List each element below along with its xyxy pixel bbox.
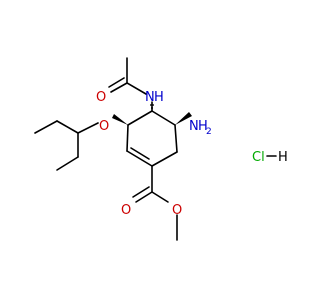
atom-label-amide-nitrogen: N — [145, 90, 155, 105]
bond-ch-ethyl-top — [56, 120, 79, 134]
atom-label-ester-carbonyl-oxygen: O — [121, 203, 131, 218]
molecule-structure: O N H O N H 2 O O Cl H — [34, 57, 288, 241]
ring-bond-c4-c5-double-a — [126, 150, 153, 167]
wedge-bond-c2-nh2 — [175, 112, 192, 125]
ring-bond-c6-c1 — [127, 110, 153, 126]
bond-o-ch — [77, 122, 99, 134]
atom-label-amine-nitrogen: N — [189, 119, 199, 134]
bond-ethyl-top-ch3 — [34, 120, 58, 134]
bond-ester-c-o-double-b — [132, 186, 150, 198]
bond-n-amide-carbonyl-c — [126, 82, 147, 95]
ring-bond-c4-c5-double-b — [130, 147, 150, 160]
atom-label-acetyl-oxygen: O — [96, 90, 106, 105]
atom-label-amine-h2-subscript: 2 — [206, 127, 212, 137]
atom-label-amide-hydrogen: H — [154, 90, 164, 105]
atom-label-ether-oxygen: O — [99, 119, 109, 134]
ring-bond-c5-c6 — [126, 124, 129, 152]
bond-ethyl-bottom-ch3 — [56, 156, 79, 171]
bond-acetyl-c-o-double-b — [108, 77, 125, 88]
bond-acetyl-c-o-double-a — [110, 82, 128, 93]
salt-chlorine-label: Cl — [252, 150, 265, 165]
structure-canvas: O N H O N H 2 O O Cl H — [34, 57, 288, 241]
atom-label-amine-h2: H — [198, 119, 208, 134]
ring-bond-c3-c4 — [151, 151, 178, 167]
hashed-wedge-c1-n — [150, 104, 154, 109]
bond-ester-c-o-single — [151, 191, 169, 203]
salt-hydrogen-label: H — [278, 150, 288, 165]
wedge-bond-c6-o — [112, 114, 128, 125]
ring-bond-c1-c2 — [151, 110, 176, 126]
ring-bond-c2-c3 — [174, 124, 178, 153]
atom-label-ester-oxygen: O — [172, 203, 182, 218]
bond-ester-c-o-double-a — [135, 191, 153, 203]
